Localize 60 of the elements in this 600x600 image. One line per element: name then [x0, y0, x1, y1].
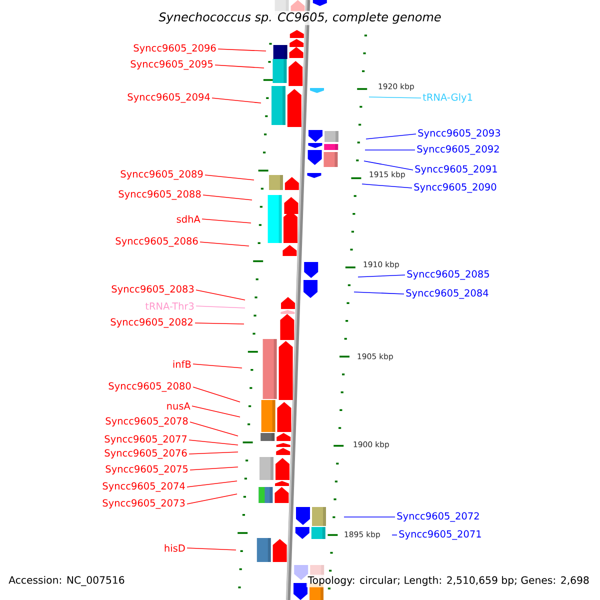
gene-label: Syncc9605_2094: [128, 93, 210, 103]
gene-label: Syncc9605_2084: [406, 289, 488, 299]
leader-line: [188, 440, 238, 446]
gene-label: sdhA: [176, 215, 200, 223]
leader-line: [368, 96, 422, 98]
gene-label: Syncc9605_2096: [134, 44, 216, 54]
leader-line: [192, 406, 240, 418]
leader-line: [212, 98, 262, 104]
leader-line: [218, 48, 266, 52]
leader-line: [196, 290, 246, 300]
gene-label: infB: [173, 360, 191, 368]
leader-line: [196, 306, 246, 308]
gene-label: Syncc9605_2075: [106, 465, 188, 475]
gene-label: Syncc9605_2092: [417, 145, 499, 155]
gene-label: Syncc9605_2080: [108, 382, 191, 392]
gene-label: hisD: [164, 544, 185, 552]
leader-line: [186, 548, 236, 550]
gene-label: nusA: [167, 402, 190, 410]
leader-line: [358, 274, 406, 278]
accession-label: Accession: NC_007516: [7, 574, 126, 588]
leader-line: [204, 174, 254, 180]
leader-line: [202, 194, 252, 200]
gene-label: Syncc9605_2095: [130, 60, 213, 70]
gene-label: Syncc9605_2091: [415, 165, 497, 175]
leader-line: [362, 184, 412, 188]
gene-label: Syncc9605_2071: [399, 530, 481, 540]
gene-label: Syncc9605_2078: [106, 417, 188, 427]
leader-line: [192, 364, 242, 368]
gene-label: tRNA-Thr3: [145, 302, 194, 310]
gene-label: Syncc9605_2073: [102, 499, 185, 509]
leader-line: [354, 292, 404, 294]
gene-label: Syncc9605_2074: [102, 482, 185, 492]
leader-line: [392, 534, 398, 536]
leader-line: [364, 160, 414, 170]
gene-label: Syncc9605_2088: [118, 190, 201, 200]
gene-label: Syncc9605_2090: [414, 183, 496, 193]
leader-line: [190, 422, 238, 436]
gene-label: Syncc9605_2072: [397, 512, 479, 522]
leader-line: [202, 218, 252, 224]
gene-label: Syncc9605_2083: [112, 285, 194, 295]
leader-line: [214, 64, 264, 68]
gene-label: tRNA-Gly1: [422, 93, 472, 103]
leader-line: [200, 242, 250, 246]
leader-line: [194, 322, 244, 324]
leader-line: [186, 480, 238, 488]
genome-info-label: Topology: circular; Length: 2,510,659 bp; Genes: 2,698: [306, 574, 591, 588]
leader-line: [190, 466, 238, 470]
leader-line: [366, 134, 416, 140]
leader-line: [192, 386, 240, 402]
leader-line: [344, 516, 396, 518]
gene-label: Syncc9605_2076: [104, 449, 187, 459]
title: Synechococcus sp. CC9605, complete genome: [157, 10, 443, 26]
gene-label: Syncc9605_2082: [110, 318, 192, 328]
leader-line: [188, 452, 238, 454]
leader-line: [186, 494, 238, 504]
gene-label: Syncc9605_2089: [120, 170, 203, 180]
gene-label: Syncc9605_2077: [104, 435, 187, 445]
gene-label: Syncc9605_2093: [418, 129, 500, 139]
gene-label: Syncc9605_2085: [407, 270, 489, 280]
gene-label: Syncc9605_2086: [116, 237, 198, 247]
